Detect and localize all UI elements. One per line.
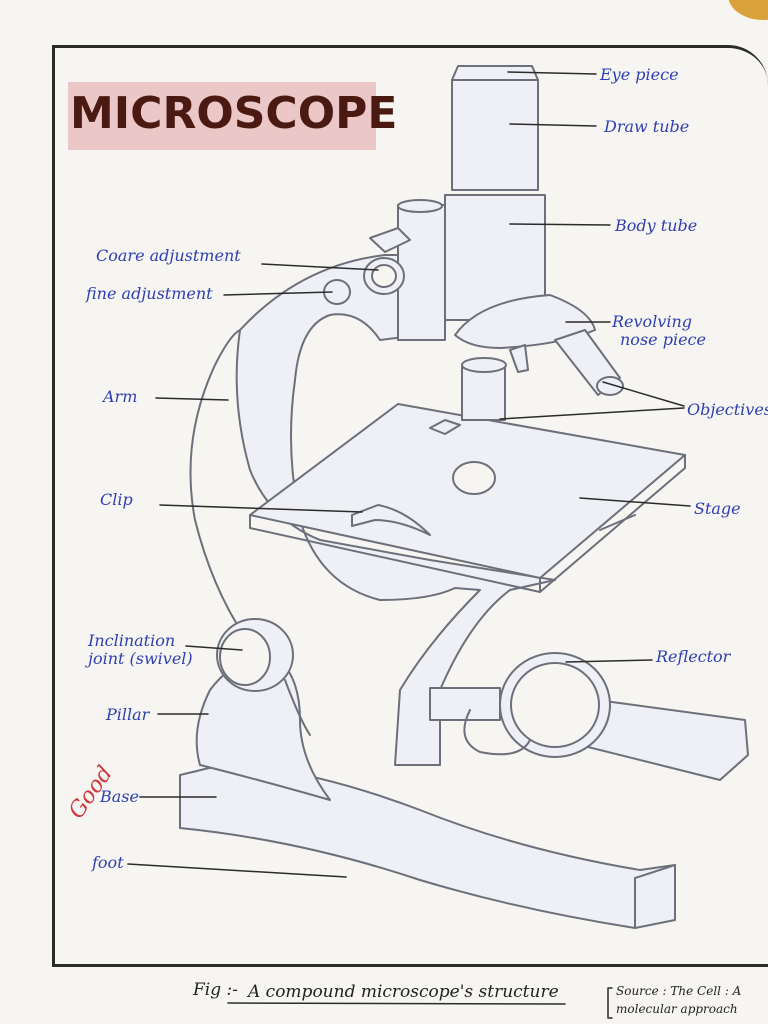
title-highlight bbox=[68, 82, 376, 150]
label-draw-tube: Draw tube bbox=[604, 117, 690, 136]
caption-source-1: Source : The Cell : A bbox=[616, 984, 742, 998]
label-inclination-joint-1: Inclination bbox=[88, 631, 176, 650]
inclination-joint bbox=[216, 618, 311, 736]
reflector-assembly bbox=[429, 652, 749, 781]
page-title: MICROSCOPE bbox=[70, 88, 398, 139]
label-reflector: Reflector bbox=[656, 647, 731, 666]
caption-fig: Fig :- bbox=[193, 980, 238, 1000]
caption-source-2: molecular approach bbox=[616, 1002, 738, 1016]
nosepiece-objectives bbox=[454, 294, 624, 421]
caption-decorations bbox=[227, 987, 613, 1019]
label-revolving-nose-piece-1: Revolving bbox=[612, 312, 693, 331]
label-arm: Arm bbox=[103, 387, 138, 406]
label-foot: foot bbox=[92, 853, 124, 872]
label-base: Base bbox=[100, 787, 139, 806]
label-leader-lines bbox=[127, 71, 691, 878]
label-objectives: Objectives bbox=[687, 400, 768, 419]
microscope-arm bbox=[235, 254, 556, 766]
page-border bbox=[52, 45, 768, 967]
label-body-tube: Body tube bbox=[615, 216, 698, 235]
label-fine-adjustment: fine adjustment bbox=[86, 284, 213, 303]
microscope-stage bbox=[249, 403, 686, 593]
label-pillar: Pillar bbox=[106, 705, 150, 724]
label-clip: Clip bbox=[100, 490, 133, 509]
label-eye-piece: Eye piece bbox=[600, 65, 679, 84]
label-inclination-joint-2: joint (swivel) bbox=[88, 649, 193, 668]
label-revolving-nose-piece-2: nose piece bbox=[620, 330, 706, 349]
label-coarse-adjustment: Coare adjustment bbox=[96, 246, 241, 265]
label-stage: Stage bbox=[694, 499, 741, 518]
caption-text: A compound microscope's structure bbox=[248, 982, 559, 1002]
microscope-base bbox=[179, 762, 676, 929]
